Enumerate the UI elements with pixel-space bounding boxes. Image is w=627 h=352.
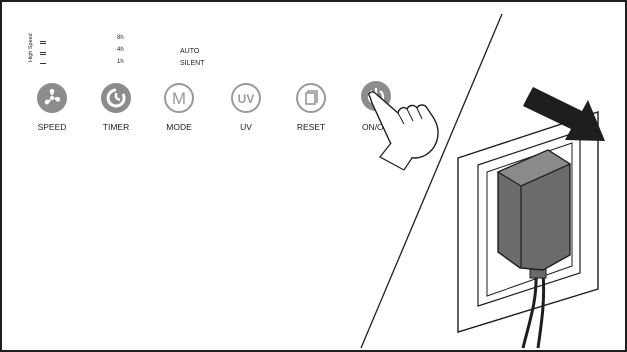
unplug-arrow-icon: [0, 0, 627, 352]
